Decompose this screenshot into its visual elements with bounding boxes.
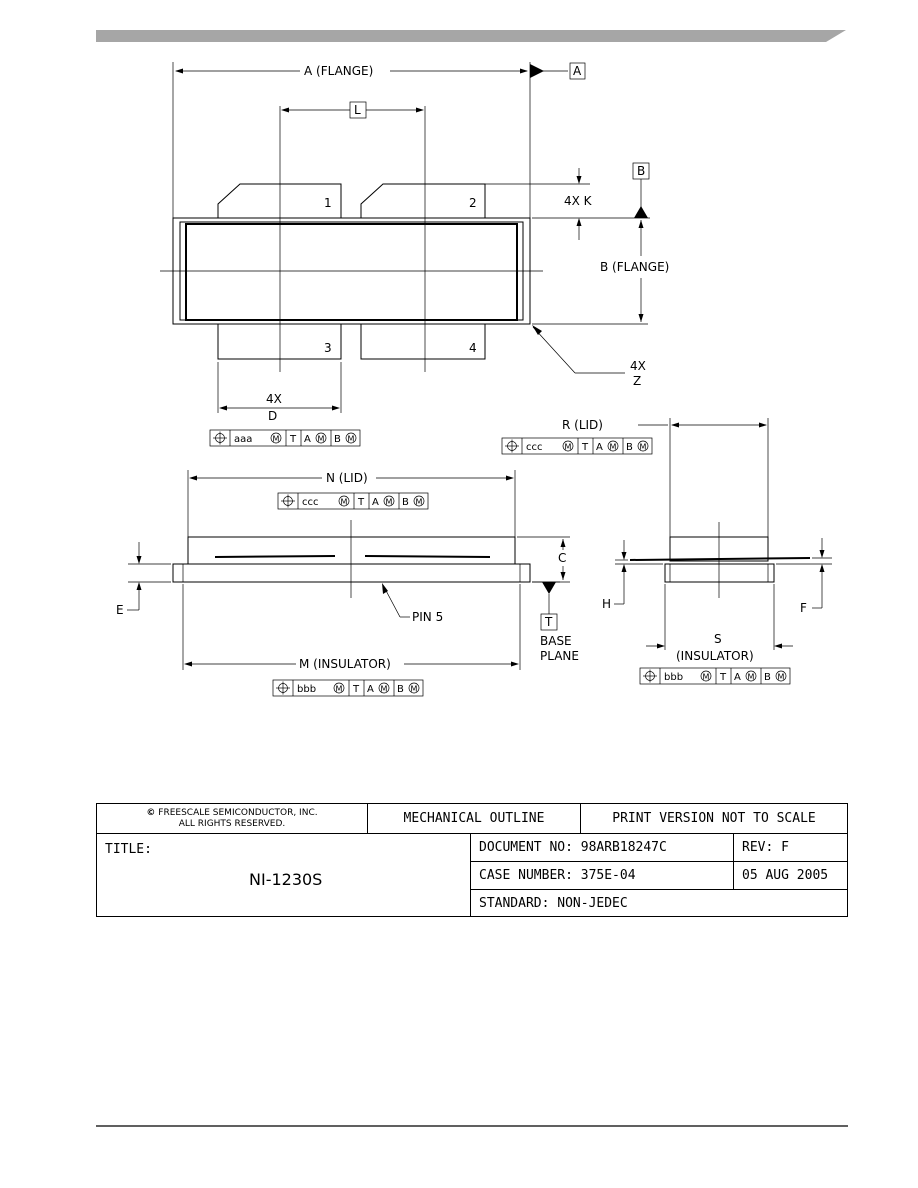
dim-a-flange: A (FLANGE)	[304, 64, 373, 78]
dim-e-label: E	[116, 603, 124, 617]
copyright-line-1: FREESCALE SEMICONDUCTOR, INC.	[158, 808, 318, 818]
dim-f-label: F	[800, 601, 807, 615]
fcf-r-datum-b: B	[626, 442, 633, 453]
pin-4-label: 4	[469, 341, 477, 355]
front-view: N (LID) C E PIN 5 T BASE PLANE	[116, 470, 579, 671]
fcf-s-datum-a: A	[734, 672, 741, 683]
package-title: NI-1230S	[249, 870, 323, 889]
title-cell: TITLE: NI-1230S	[97, 834, 470, 916]
fcf-r-datum-t: T	[581, 442, 589, 453]
fcf-n-datum-b: B	[402, 497, 409, 508]
copyright-cell: © FREESCALE SEMICONDUCTOR, INC. ALL RIGH…	[97, 804, 367, 834]
fcf-r: ccc T A B M M M	[501, 437, 653, 455]
fcf-m-mmc-1: M	[336, 685, 343, 694]
dim-r-lid: R (LID)	[562, 418, 603, 432]
pin-1-label: 1	[324, 196, 332, 210]
fcf-m-tolerance: bbb	[297, 684, 316, 695]
fcf-r-mmc-3: M	[640, 443, 647, 452]
fcf-d-mmc-2: M	[318, 435, 325, 444]
dim-s-label: S	[714, 632, 722, 646]
fcf-m-mmc-2: M	[381, 685, 388, 694]
fcf-n-mmc-1: M	[341, 498, 348, 507]
fcf-s-mmc-1: M	[703, 673, 710, 682]
fcf-m-mmc-3: M	[411, 685, 418, 694]
side-view: R (LID) H F S (INSULATOR)	[562, 418, 832, 663]
standard: STANDARD: NON-JEDEC	[479, 895, 628, 911]
title-label: TITLE:	[105, 842, 152, 857]
fcf-s-mmc-3: M	[778, 673, 785, 682]
datum-b-label: B	[637, 164, 645, 178]
fcf-s: bbb T A B M M M	[639, 667, 791, 685]
fcf-d-datum-b: B	[334, 434, 341, 445]
case-number-cell: CASE NUMBER: 375E-04	[470, 862, 733, 890]
outline-cell: MECHANICAL OUTLINE	[367, 804, 580, 834]
fcf-n-mmc-2: M	[386, 498, 393, 507]
fcf-r-tolerance: ccc	[526, 442, 543, 453]
dim-m-insulator: M (INSULATOR)	[299, 657, 391, 671]
fcf-n-mmc-3: M	[416, 498, 423, 507]
pin-2-label: 2	[469, 196, 477, 210]
fcf-r-datum-a: A	[596, 442, 603, 453]
fcf-d-mmc-1: M	[273, 435, 280, 444]
dim-b-flange: B (FLANGE)	[600, 260, 669, 274]
fcf-m: bbb T A B M M M	[272, 679, 424, 697]
fcf-n-datum-t: T	[357, 497, 365, 508]
pin-5-label: PIN 5	[412, 610, 443, 624]
base-plane-label-2: PLANE	[540, 649, 579, 663]
fcf-s-datum-b: B	[764, 672, 771, 683]
dim-z-label: Z	[633, 374, 641, 388]
fcf-d-datum-t: T	[289, 434, 297, 445]
dim-d-label: D	[268, 409, 277, 423]
dim-c-label: C	[558, 551, 566, 565]
fcf-r-mmc-2: M	[610, 443, 617, 452]
release-date: 05 AUG 2005	[742, 868, 829, 883]
print-note-cell: PRINT VERSION NOT TO SCALE	[580, 804, 847, 834]
document-no-cell: DOCUMENT NO: 98ARB18247C	[470, 834, 733, 862]
z-qty-label: 4X	[630, 359, 646, 373]
dim-n-lid: N (LID)	[326, 471, 368, 485]
fcf-d-tolerance: aaa	[234, 434, 252, 445]
dim-h-label: H	[602, 597, 611, 611]
fcf-d-datum-a: A	[304, 434, 311, 445]
pin-3-label: 3	[324, 341, 332, 355]
fcf-r-mmc-1: M	[565, 443, 572, 452]
top-view: 1 2 3 4 A (FLANGE) A L 4X K B	[160, 62, 669, 423]
fcf-d: aaa T A B M M M	[209, 429, 361, 447]
dim-k-label: 4X K	[564, 194, 593, 208]
title-block: © FREESCALE SEMICONDUCTOR, INC. ALL RIGH…	[96, 803, 848, 917]
document-number: DOCUMENT NO: 98ARB18247C	[479, 840, 667, 855]
base-plane-label-1: BASE	[540, 634, 572, 648]
header-bar	[96, 30, 846, 42]
dim-l-label: L	[354, 103, 361, 117]
copyright-icon: ©	[146, 808, 156, 818]
fcf-s-datum-t: T	[719, 672, 727, 683]
copyright-line-2: ALL RIGHTS RESERVED.	[178, 819, 286, 829]
fcf-s-mmc-2: M	[748, 673, 755, 682]
date-cell: 05 AUG 2005	[733, 862, 847, 890]
fcf-s-tolerance: bbb	[664, 672, 683, 683]
fcf-n-tolerance: ccc	[302, 497, 319, 508]
revision: REV: F	[742, 840, 789, 855]
fcf-n-datum-a: A	[372, 497, 379, 508]
fcf-n: ccc T A B M M M	[277, 492, 429, 510]
fcf-m-datum-b: B	[397, 684, 404, 695]
datum-a-label: A	[573, 64, 582, 78]
fcf-m-datum-t: T	[352, 684, 360, 695]
datum-t-label: T	[544, 615, 553, 629]
fcf-m-datum-a: A	[367, 684, 374, 695]
d-qty-label: 4X	[266, 392, 282, 406]
fcf-d-mmc-3: M	[348, 435, 355, 444]
case-number: CASE NUMBER: 375E-04	[479, 868, 636, 883]
dim-s-sub-label: (INSULATOR)	[676, 649, 754, 663]
print-version-note: PRINT VERSION NOT TO SCALE	[612, 811, 816, 826]
revision-cell: REV: F	[733, 834, 847, 862]
mechanical-outline-label: MECHANICAL OUTLINE	[403, 811, 545, 826]
standard-cell: STANDARD: NON-JEDEC	[470, 890, 847, 916]
